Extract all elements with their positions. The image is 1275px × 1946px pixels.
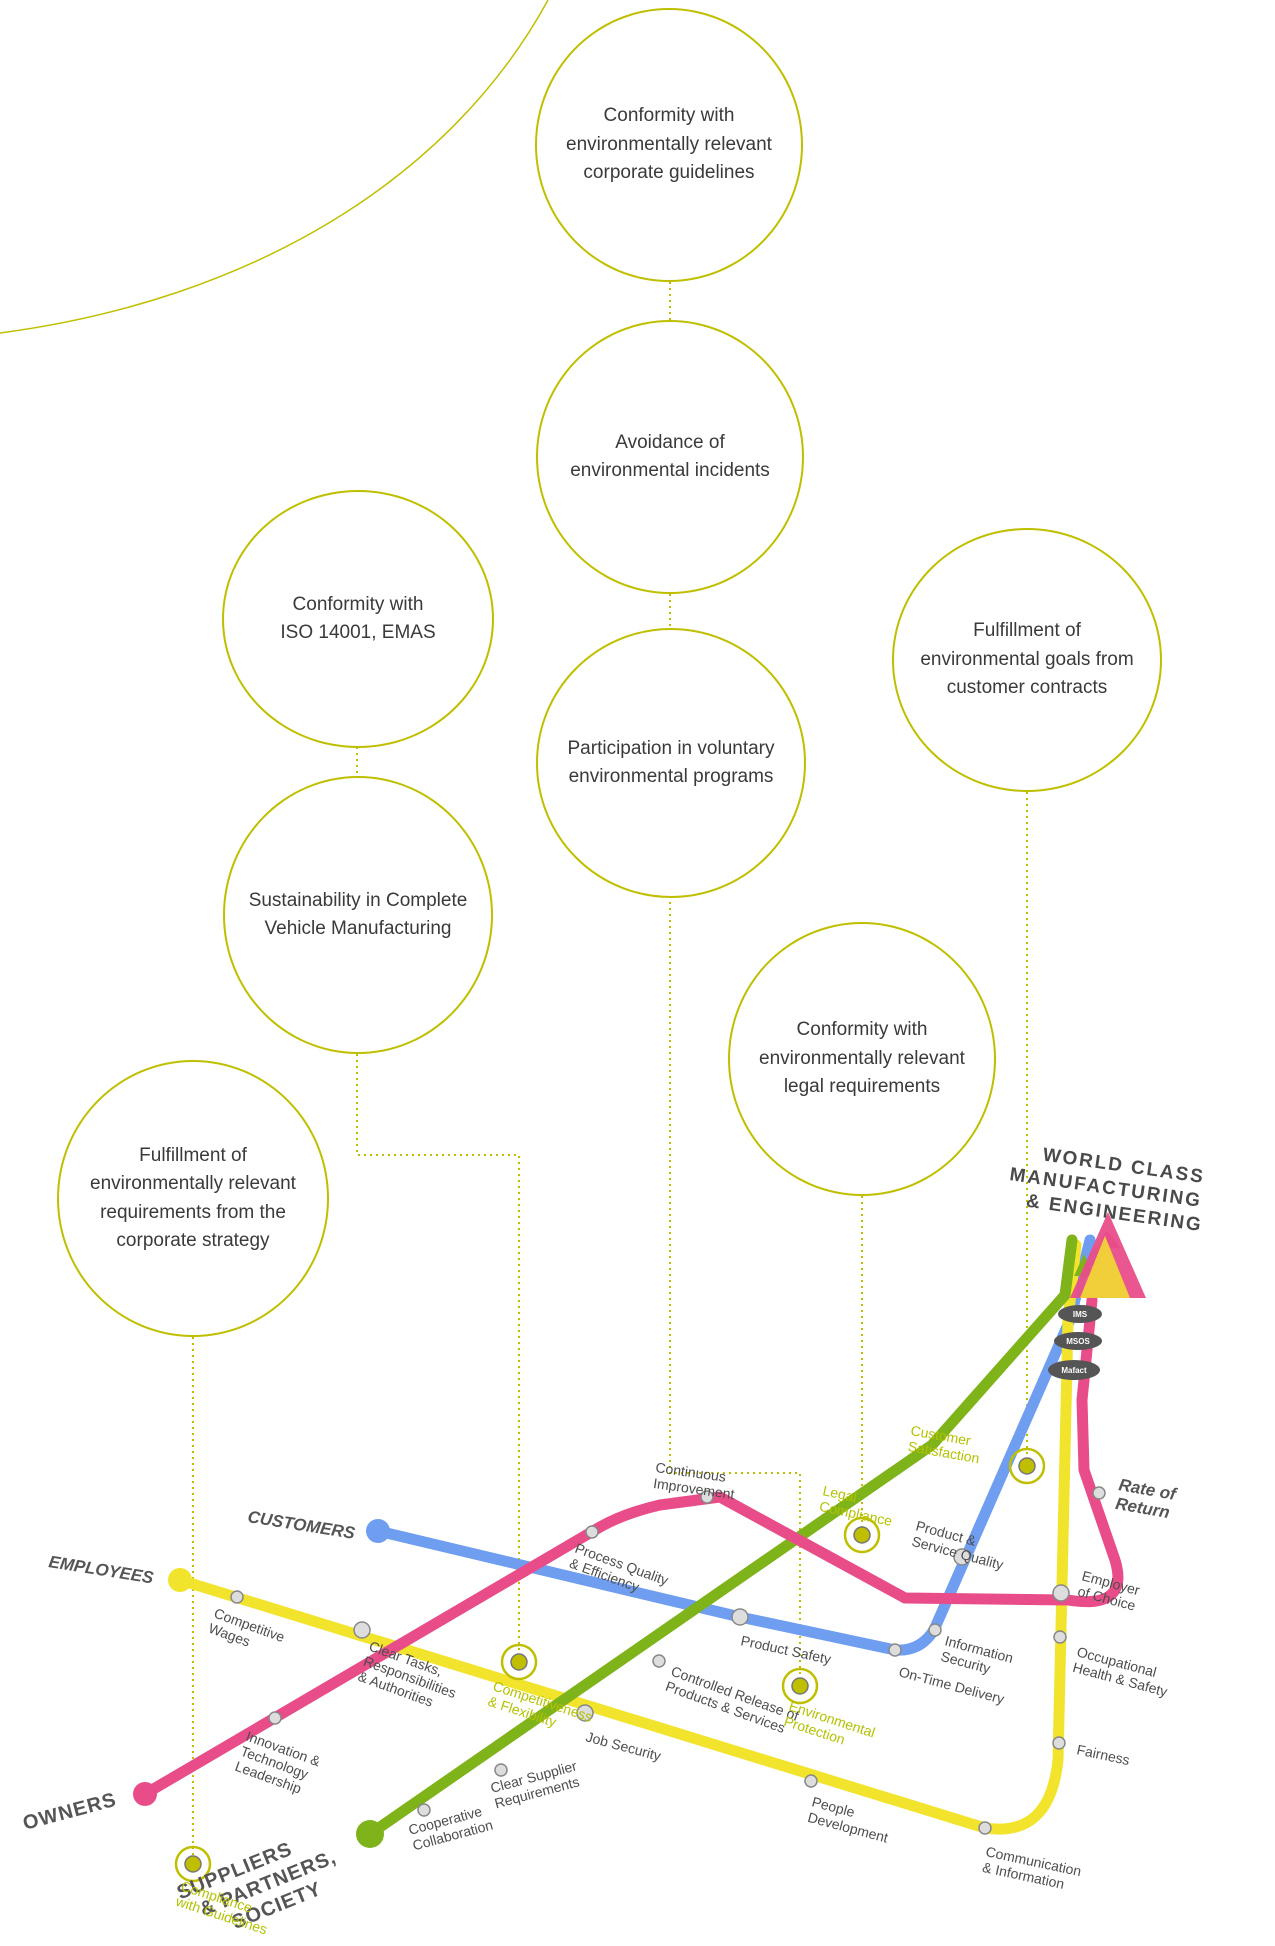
bubble-text: Fulfillment of environmental goals from … [920,620,1134,699]
label-line: Legal [821,1482,858,1505]
dotted-connectors [192,282,1028,1864]
badge-mafact-label: Mafact [1061,1366,1087,1375]
connector-sustainability [356,1054,520,1662]
world-class-arrow [1070,1212,1146,1298]
stop-competitive-wages [230,1590,244,1604]
ring-environmental [781,1667,819,1705]
terminal-customers [366,1519,390,1543]
bubble-voluntary-programs: Participation in voluntary environmental… [536,628,806,898]
stop-rate-of-return [1092,1486,1106,1500]
bubble-text: Conformity with environmentally relevant… [566,105,772,184]
bubble-text: Sustainability in Complete Vehicle Manuf… [248,889,468,940]
stop-process-quality [585,1525,599,1539]
badge-ims [1058,1305,1102,1323]
bubble-text: Avoidance of environmental incidents [570,431,770,482]
label-rate-of-return: Rate ofReturn [1114,1475,1180,1523]
stop-job-security [576,1704,594,1722]
bubble-corporate-guidelines: Conformity with environmentally relevant… [535,8,803,282]
terminals [133,1519,390,1848]
stop-legal [853,1526,871,1544]
line-pink-owners [139,1294,1124,1800]
connector-voluntary-programs [669,896,801,1686]
terminal-suppliers [356,1820,384,1848]
stop-occupational [1053,1630,1067,1644]
stop-continuous-improvement [700,1490,714,1504]
stop-fairness [1052,1736,1066,1750]
stop-product-safety [731,1608,749,1626]
badge-mafact [1048,1360,1100,1380]
stop-clear-supplier [494,1763,508,1777]
bubble-text: Participation in voluntary environmental… [567,737,775,788]
stop-customer-satisfaction [1018,1457,1036,1475]
badge-msos-label: MSOS [1066,1337,1090,1346]
stop-competitiveness [510,1653,528,1671]
label-line: On-Time Delivery [897,1663,1006,1707]
label-line: Fairness [1075,1741,1131,1768]
stop-controlled-release [652,1654,666,1668]
stop-people-development [804,1774,818,1788]
highlighted-stops [174,1447,1046,1883]
badge-ims-label: IMS [1073,1310,1088,1319]
bubble-customer-contracts: Fulfillment of environmental goals from … [892,528,1162,792]
badge-msos [1054,1332,1102,1350]
bubble-sustainability: Sustainability in Complete Vehicle Manuf… [223,776,493,1054]
bubble-text: Fulfillment of environmentally relevant … [90,1144,296,1252]
ring-legal [843,1516,881,1554]
group-employees-label: EMPLOYEES [47,1552,155,1587]
label-information-security: InformationSecurity [939,1632,1015,1681]
stop-on-time [888,1643,902,1657]
label-continuous-improvement: ContinuousImprovement [652,1459,737,1502]
group-customers-label: CUSTOMERS [246,1507,357,1543]
terminal-employees [168,1568,192,1592]
arrow-head-overlay [1080,1236,1130,1298]
group-owners-label: OWNERS [21,1789,119,1835]
terminal-owners [133,1782,157,1806]
line-green-suppliers [364,1234,1078,1840]
system-badges: IMS MSOS Mafact [1048,1305,1102,1380]
stop-product-service-quality [953,1548,971,1566]
label-communication: Communication& Information [981,1843,1083,1895]
world-class-title: WORLD CLASS MANUFACTURING & ENGINEERING [1008,1145,1206,1237]
bubble-iso-emas: Conformity with ISO 14001, EMAS [222,490,494,748]
bubble-legal-requirements: Conformity with environmentally relevant… [728,922,996,1196]
line-yellow-employees [174,1239,1082,1835]
decorative-arc [0,0,549,334]
label-environmental-protection: EnvironmentalProtection [782,1698,877,1756]
stop-clear-tasks [353,1621,371,1639]
ring-customer-satisfaction [1008,1447,1046,1485]
label-on-time: On-Time Delivery [897,1663,1006,1707]
label-controlled-release: Controlled Release ofProducts & Services [664,1663,802,1739]
bubble-corporate-strategy: Fulfillment of environmentally relevant … [57,1060,329,1337]
label-line: Job Security [584,1728,663,1763]
label-fairness: Fairness [1075,1741,1131,1768]
ring-competitiveness [500,1643,538,1681]
stop-innovation [268,1711,282,1725]
stop-compliance [184,1855,202,1873]
stop-communication [978,1821,992,1835]
label-occupational: OccupationalHealth & Safety [1071,1643,1173,1699]
station-stops [230,1486,1106,1835]
stop-cooperative [417,1803,431,1817]
stop-environmental [791,1677,809,1695]
bubble-text: Conformity with ISO 14001, EMAS [280,593,436,644]
ring-compliance [174,1845,212,1883]
stop-employer-choice [1052,1584,1070,1602]
label-innovation: Innovation &TechnologyLeadership [233,1728,323,1800]
stop-information-security [928,1623,942,1637]
bubble-avoidance-incidents: Avoidance of environmental incidents [536,320,804,594]
bubble-text: Conformity with environmentally relevant… [759,1019,965,1098]
label-job-security: Job Security [584,1728,663,1763]
